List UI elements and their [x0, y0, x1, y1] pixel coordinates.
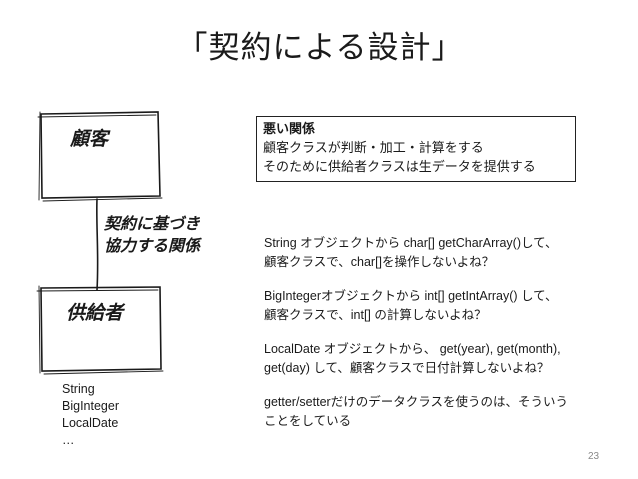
- note-item: BigIntegerオブジェクトから int[] getIntArray() し…: [264, 287, 624, 325]
- type-item: LocalDate: [62, 416, 119, 430]
- note-line: 顧客クラスで、char[]を操作しないよね？: [264, 255, 495, 269]
- note-line: 顧客クラスで、int[] の計算しないよね？: [264, 308, 487, 322]
- customer-box: [37, 111, 163, 202]
- relation-label-line: 契約に基づき: [104, 214, 201, 233]
- page-number: 23: [588, 451, 600, 462]
- bad-relation-box: 悪い関係 顧客クラスが判断・加工・計算をする そのために供給者クラスは生データを…: [256, 116, 576, 182]
- relation-label: 契約に基づき 協力する関係: [104, 213, 200, 257]
- notes: String オブジェクトから char[] getCharArray()して、…: [264, 234, 624, 431]
- supplier-box: [36, 285, 164, 375]
- customer-label: 顧客: [70, 128, 109, 150]
- type-item: BigInteger: [62, 399, 119, 413]
- bad-relation-line: 顧客クラスが判断・加工・計算をする: [263, 141, 484, 156]
- supplier-label: 供給者: [66, 302, 124, 324]
- note-item: LocalDate オブジェクトから、 get(year), get(month…: [264, 340, 624, 378]
- note-line: LocalDate オブジェクトから、 get(year), get(month…: [264, 342, 561, 356]
- note-item: String オブジェクトから char[] getCharArray()して、…: [264, 234, 624, 272]
- slide-title: 「契約による設計」: [176, 30, 464, 66]
- note-line: String オブジェクトから char[] getCharArray()して、: [264, 236, 558, 250]
- supplier-type-list: String BigInteger LocalDate …: [62, 381, 119, 449]
- type-item: String: [62, 382, 95, 396]
- note-line: ことをしている: [264, 414, 352, 428]
- bad-relation-line: そのために供給者クラスは生データを提供する: [263, 160, 536, 175]
- note-item: getter/setterだけのデータクラスを使うのは、そういう ことをしている: [264, 393, 624, 431]
- note-line: BigIntegerオブジェクトから int[] getIntArray() し…: [264, 289, 558, 303]
- note-line: get(day) して、顧客クラスで日付計算しないよね？: [264, 361, 550, 375]
- relation-label-line: 協力する関係: [104, 236, 201, 255]
- bad-relation-title: 悪い関係: [263, 122, 316, 137]
- note-line: getter/setterだけのデータクラスを使うのは、そういう: [264, 395, 568, 409]
- relation-line: [96, 198, 99, 291]
- type-item: …: [62, 433, 75, 447]
